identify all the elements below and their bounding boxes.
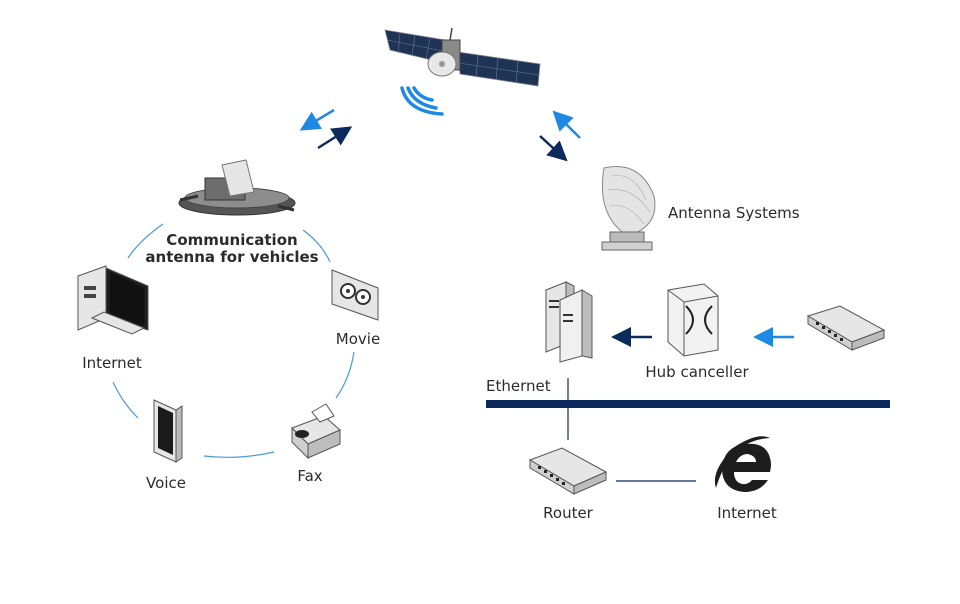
- uplink-downlink-arrows-left: [299, 108, 353, 150]
- circle-connector: [112, 223, 355, 458]
- vehicle-antenna-icon: [178, 159, 296, 216]
- ethernet-label: Ethernet: [486, 377, 551, 395]
- dish-antenna-icon: [601, 166, 656, 251]
- comm-antenna-label: Communication antenna for vehicles: [145, 232, 318, 266]
- antenna-systems-label: Antenna Systems: [668, 204, 800, 222]
- internet-left-label: Internet: [82, 354, 142, 372]
- film-reel-icon: [331, 269, 379, 321]
- comm-antenna-label-line2: antenna for vehicles: [145, 248, 319, 266]
- router-label: Router: [543, 504, 593, 522]
- satellite-icon: [384, 27, 541, 87]
- hub-canceller-label: Hub canceller: [645, 363, 749, 381]
- internet-right-label: Internet: [717, 504, 777, 522]
- voice-label: Voice: [146, 474, 186, 492]
- comm-antenna-label-line1: Communication: [166, 231, 298, 249]
- movie-label: Movie: [335, 330, 381, 348]
- server-rack-icon: [545, 281, 593, 363]
- desktop-computer-icon: [77, 265, 149, 335]
- router-icon: [528, 447, 608, 495]
- smartphone-icon: [153, 399, 183, 463]
- hub-canceller-icon: [667, 283, 719, 357]
- internet-explorer-icon: [714, 436, 771, 492]
- signal-waves-icon: [400, 86, 444, 116]
- ethernet-bus: [486, 400, 890, 408]
- network-switch-icon: [806, 305, 886, 351]
- uplink-downlink-arrows-right: [539, 110, 581, 162]
- fax-machine-icon: [291, 403, 341, 460]
- fax-label: Fax: [297, 467, 323, 485]
